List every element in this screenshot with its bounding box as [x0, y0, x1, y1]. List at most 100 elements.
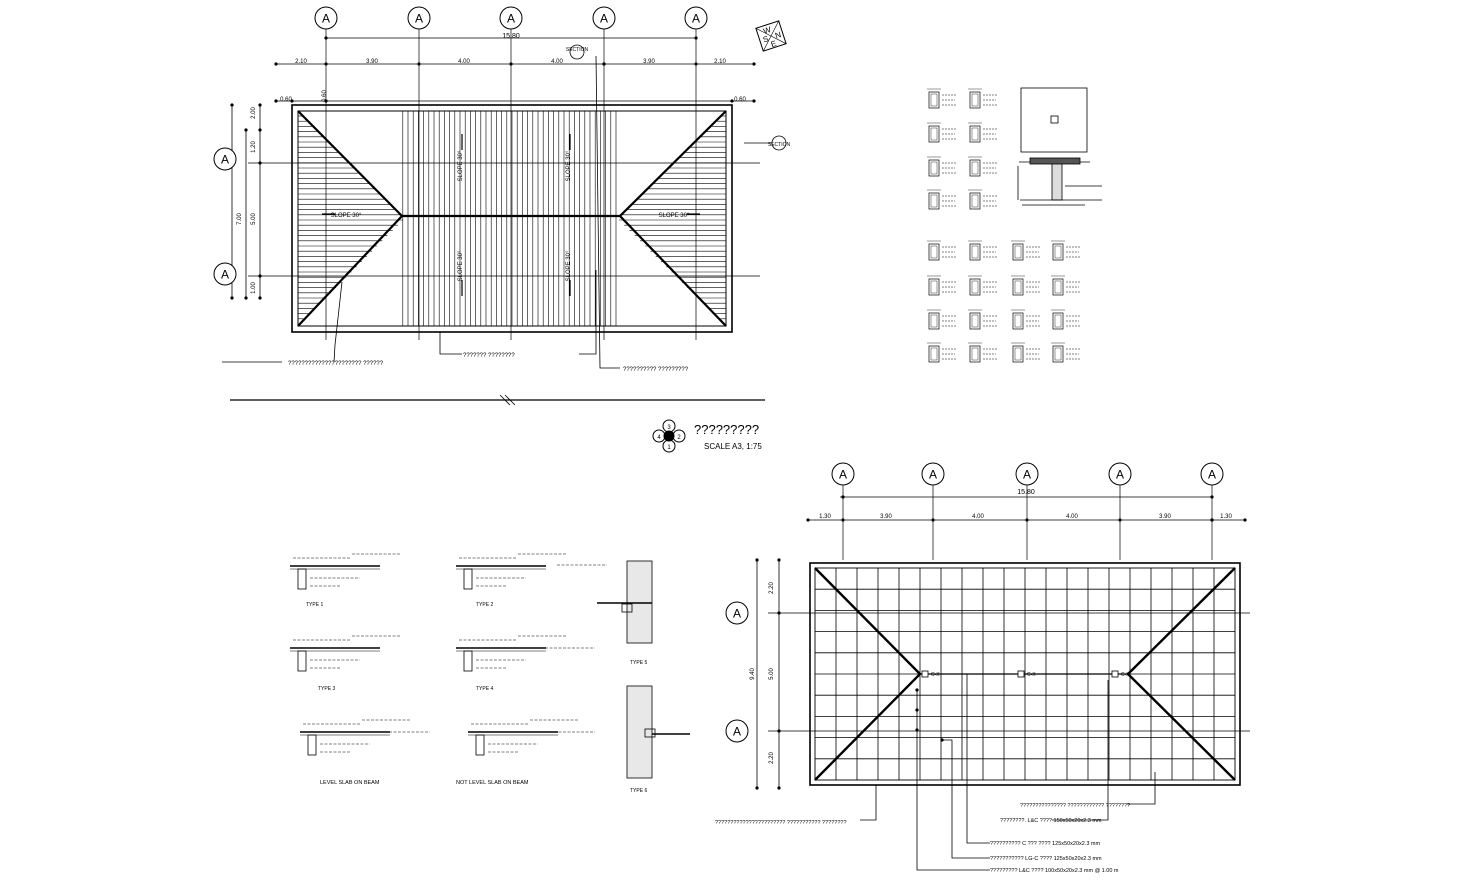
detail-type-3: TYPE 3	[318, 686, 335, 692]
compass-symbol: W S N E	[755, 20, 787, 52]
compass-n: N	[774, 30, 782, 40]
grid-bubble-label-5: A	[692, 12, 700, 26]
dim-tick	[730, 99, 734, 103]
section-icon	[1051, 275, 1081, 296]
slab-detail-rows	[290, 553, 607, 756]
roof-dimension-lines	[222, 37, 765, 401]
dim-tick	[417, 62, 421, 66]
section-inner	[930, 280, 938, 294]
section-inner	[1054, 280, 1062, 294]
roof-overhang-dim-1: 0.60	[280, 97, 292, 103]
grid-bubble-label-10: A	[1023, 468, 1031, 482]
framing-top-dim-2: 3.90	[880, 514, 892, 520]
section-inner	[1014, 280, 1022, 294]
dim-tick	[1243, 518, 1247, 522]
section-icon	[927, 275, 957, 296]
framing-top-dim-1: 1.30	[819, 514, 831, 520]
grid-bubble-3	[499, 6, 523, 30]
roof-top-dim-1: 2.10	[295, 59, 307, 65]
framing-outline-outer	[809, 562, 1241, 786]
section-icon	[968, 342, 998, 363]
beam	[463, 568, 473, 590]
dim-tick	[1210, 495, 1214, 499]
beam	[297, 568, 307, 590]
dim-tick	[755, 558, 759, 562]
slope-label-top-2: SLOPE 30°	[566, 150, 572, 181]
section-inner	[1014, 314, 1022, 328]
dim-tick	[777, 611, 781, 615]
section-icon	[927, 189, 957, 210]
grid-bubble-8	[831, 462, 855, 486]
framing-note-2: ????????. L&C ???? 150x50x20x2.3 mm	[1000, 818, 1102, 824]
base-plate-detail	[1017, 87, 1102, 206]
beam	[475, 734, 485, 756]
base-plate	[1020, 87, 1088, 153]
detail-type-6: TYPE 6	[630, 788, 647, 794]
dim-tick	[931, 518, 935, 522]
section-symbols	[569, 44, 787, 151]
section-outline	[969, 192, 981, 210]
roof-top-dim-5: 3.90	[643, 59, 655, 65]
section-outline	[969, 125, 981, 143]
slab-detail	[456, 635, 566, 672]
dim-tick	[841, 495, 845, 499]
section-outline	[1012, 345, 1024, 363]
wall-section-2	[626, 685, 653, 779]
roof-top-dim-2: 3.90	[366, 59, 378, 65]
detail-type-1: TYPE 1	[306, 602, 323, 608]
beam	[297, 650, 307, 672]
slab-detail	[468, 719, 578, 756]
compass-w: W	[762, 25, 772, 36]
details-text: TYPE 1 TYPE 2 TYPE 3 TYPE 4 TYPE 5 TYPE …	[306, 602, 647, 794]
detail-type-5: TYPE 5	[630, 660, 647, 666]
framing-plan-text: 15.80 1.30 3.90 4.00 4.00 3.90 1.30 2.20…	[715, 489, 1232, 874]
section-outline	[969, 159, 981, 177]
section-icon	[927, 309, 957, 330]
title-symbol-num-4: 4	[657, 435, 661, 441]
section-icon	[927, 122, 957, 143]
framing-dim-ticks	[755, 495, 1247, 790]
grid-bubble-2	[407, 6, 431, 30]
construction-details	[597, 560, 690, 779]
roof-overhang-dim-2: 0.60	[734, 97, 746, 103]
section-icon	[968, 189, 998, 210]
compass-e: E	[770, 39, 778, 49]
section-outline	[1012, 278, 1024, 296]
dim-tick	[806, 518, 810, 522]
grid-bubble-label-4: A	[600, 12, 608, 26]
dim-tick	[1210, 518, 1214, 522]
section-outline	[969, 278, 981, 296]
roof-note-3: ?????????????????????? ??????	[288, 361, 384, 367]
dim-tick	[274, 99, 278, 103]
section-inner	[930, 161, 938, 175]
section-outline	[928, 125, 940, 143]
title-symbol-num-1: 3	[667, 425, 671, 431]
section-inner	[971, 93, 979, 107]
grid-bubble-1	[314, 6, 338, 30]
section-inner	[971, 194, 979, 208]
drawing-scale: SCALE A3, 1:75	[704, 442, 762, 451]
section-outline	[1052, 243, 1064, 261]
grid-bubble-6	[213, 147, 237, 171]
roof-note-1: ??????? ????????	[463, 353, 515, 359]
roof-sheeting	[298, 111, 726, 326]
slope-label-bottom-2: SLOPE 30°	[566, 250, 572, 281]
detail-type-2: TYPE 2	[476, 602, 493, 608]
dim-tick	[509, 62, 513, 66]
framing-note-5: ????????? L&C ???? 100x50x20x2.3 mm @ 1.…	[990, 868, 1119, 874]
roof-left-dim-overall: 7.00	[237, 213, 243, 225]
section-icon	[927, 342, 957, 363]
grid-bubble-5	[684, 6, 708, 30]
section-mark-right: SECTION	[768, 142, 791, 148]
grid-bubble-label-14: A	[733, 725, 741, 739]
steel-section-schedule	[927, 88, 1081, 363]
title-symbol	[652, 419, 686, 453]
section-inner	[1014, 347, 1022, 361]
dim-tick	[694, 36, 698, 40]
section-outline	[969, 243, 981, 261]
slab-detail	[300, 719, 410, 756]
section-inner	[971, 347, 979, 361]
grid-bubble-label-8: A	[839, 468, 847, 482]
dim-tick	[258, 128, 262, 132]
dim-tick	[1025, 518, 1029, 522]
